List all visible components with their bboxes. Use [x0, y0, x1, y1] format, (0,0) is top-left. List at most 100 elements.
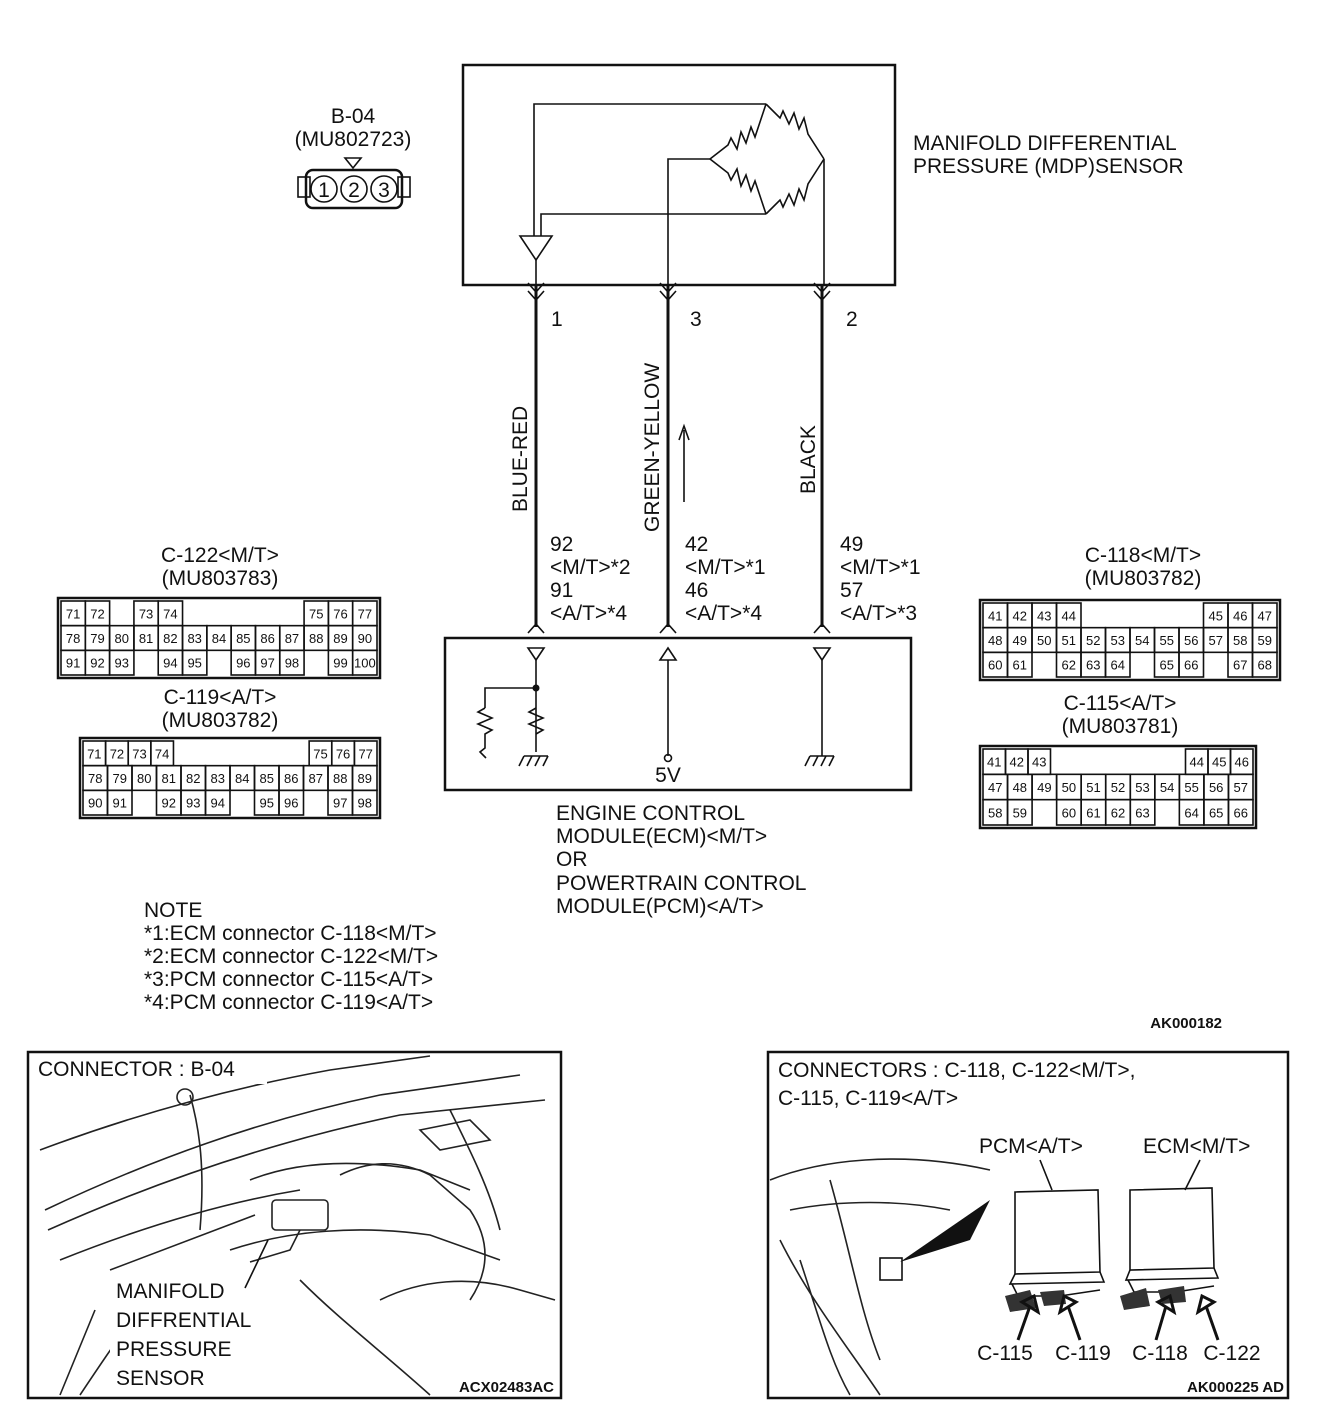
leader-line [244, 1239, 269, 1289]
connector-title: C-118<M/T> [1085, 544, 1201, 567]
ecm-terminal-label: <A/T>*4 [550, 602, 627, 625]
pin-number: 79 [90, 631, 104, 646]
pin-number: 91 [66, 656, 80, 671]
pin-number: 68 [1258, 658, 1272, 673]
pin-number: 60 [988, 658, 1002, 673]
connector-chevron-icon [813, 282, 831, 302]
photo-title-line1: CONNECTORS : C-118, C-122<M/T>, [778, 1059, 1135, 1082]
connector-tab-right [397, 176, 411, 198]
pin-number: 65 [1160, 658, 1174, 673]
mdp-sensor-box [461, 63, 897, 287]
photo-label-line: SENSOR [116, 1367, 205, 1390]
pin-number: 80 [137, 771, 151, 786]
pin-number: 95 [260, 796, 274, 811]
b04-pin-circle [310, 175, 338, 203]
pin-number: 75 [309, 606, 323, 621]
pointer-arrow-icon [1016, 1293, 1041, 1341]
pin-number: 42 [1013, 608, 1027, 623]
pin-number: 41 [987, 755, 1001, 770]
b04-connector-id: B-04 [331, 105, 376, 128]
input-triangle-icon [812, 647, 832, 662]
pin-number: 58 [1233, 633, 1247, 648]
notes-title: NOTE [144, 899, 202, 922]
amplifier-triangle-icon [518, 235, 554, 262]
pin-number: 82 [186, 771, 200, 786]
pin-number: 90 [88, 796, 102, 811]
connector-part: (MU803781) [1062, 715, 1179, 738]
pin-number: 94 [211, 796, 225, 811]
pin-number: 95 [187, 656, 201, 671]
pin-number: 76 [336, 746, 350, 761]
ecm-terminal-label: 91 [550, 579, 573, 602]
pin-number: 86 [284, 771, 298, 786]
pin-number: 85 [260, 771, 274, 786]
pin-number: 54 [1160, 780, 1174, 795]
pin-number: 62 [1111, 805, 1125, 820]
pin-number: 56 [1184, 633, 1198, 648]
ground-icon [518, 755, 549, 767]
harness-wires: 1 BLUE-RED 92 <M/T>*2 91 <A/T>*4 3 GREEN… [509, 282, 921, 634]
pin-number: 81 [139, 631, 153, 646]
photo-title: CONNECTOR : B-04 [38, 1058, 235, 1081]
pin-number: 43 [1032, 755, 1046, 770]
pin-number: 49 [1013, 633, 1027, 648]
pin-number: 71 [66, 606, 80, 621]
connector-part: (MU803783) [162, 567, 279, 590]
ecm-terminal-label: 92 [550, 533, 573, 556]
ecm-module-sketch [1120, 1187, 1220, 1310]
pointer-arrow-icon [1195, 1293, 1220, 1341]
pin-number: 42 [1010, 755, 1024, 770]
pin-number: 93 [115, 656, 129, 671]
wire-color-label: BLUE-RED [509, 406, 532, 512]
photo-code: AK000225 AD [1187, 1379, 1284, 1396]
connector-title: C-115<A/T> [1064, 692, 1177, 715]
pin-number: 41 [988, 608, 1002, 623]
connector-title: C-119<A/T> [164, 686, 277, 709]
ecm-terminal-label: <A/T>*4 [685, 602, 762, 625]
b04-connector-part: (MU802723) [295, 128, 412, 151]
pin-number: 73 [132, 746, 146, 761]
pin-number: 99 [333, 656, 347, 671]
resistor-bridge-icon [709, 103, 825, 215]
pin-cell [351, 789, 378, 816]
pin-cell [1178, 651, 1205, 678]
input-triangle-icon [526, 647, 546, 662]
dashboard-illustration [769, 1158, 991, 1396]
pin-number: 81 [162, 771, 176, 786]
pin-number: 44 [1190, 755, 1204, 770]
pin-number: 62 [1062, 658, 1076, 673]
resistor-icon [475, 707, 495, 759]
pin-number: 51 [1086, 780, 1100, 795]
pin-number: 96 [284, 796, 298, 811]
sensor-pin-number: 2 [846, 308, 858, 331]
b04-pin-circle [370, 175, 398, 203]
schematic-code: AK000182 [1150, 1015, 1222, 1032]
pin-number: 55 [1160, 633, 1174, 648]
pin-number: 88 [333, 771, 347, 786]
pin-number: 49 [1037, 780, 1051, 795]
mdp-sensor: MANIFOLD DIFFERENTIAL PRESSURE (MDP)SENS… [461, 63, 1184, 287]
pin-number: 97 [333, 796, 347, 811]
pin-number: 51 [1062, 633, 1076, 648]
pin-cell [181, 649, 208, 676]
ecm-name-line: MODULE(ECM)<M/T> [556, 825, 767, 848]
pin-number: 75 [313, 746, 327, 761]
pcm-label: PCM<A/T> [979, 1135, 1083, 1158]
note-item: *4:PCM connector C-119<A/T> [144, 991, 433, 1014]
pin-cell [1251, 651, 1278, 678]
pin-number: 79 [113, 771, 127, 786]
pin-cell [1129, 798, 1156, 826]
pin-cell [1006, 651, 1033, 678]
pin-number: 54 [1135, 633, 1149, 648]
sensor-name-line1: MANIFOLD DIFFERENTIAL [913, 132, 1177, 155]
connector-tab-left [297, 176, 311, 198]
pin-number: 46 [1233, 608, 1247, 623]
pin-cell [278, 789, 305, 816]
pin-number: 93 [186, 796, 200, 811]
pin-number: 78 [66, 631, 80, 646]
arrow-connector-label: C-119 [1055, 1342, 1111, 1365]
